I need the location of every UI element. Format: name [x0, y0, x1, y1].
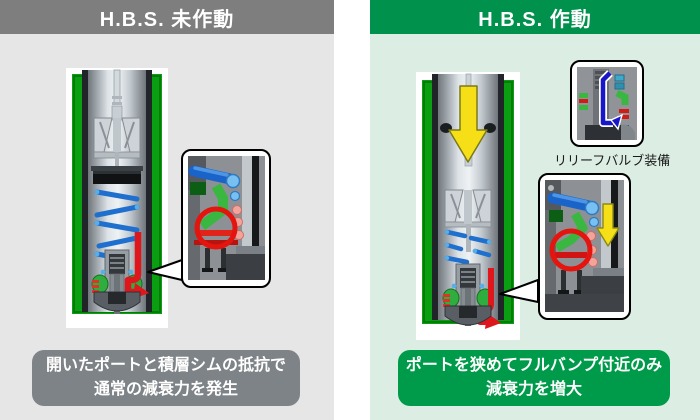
damper-diagram-extended	[66, 68, 168, 328]
left-caption: 開いたポートと積層シムの抵抗で 通常の減衰力を発生	[32, 350, 300, 406]
port-detail-inset-open	[181, 149, 271, 288]
port-detail-open-art	[188, 156, 265, 280]
open-port-passage	[198, 183, 228, 230]
left-panel-header: H.B.S. 未作動	[0, 0, 334, 34]
right-caption: ポートを狭めてフルバンプ付近のみ 減衰力を増大	[398, 350, 670, 406]
bottom-cap	[444, 305, 492, 326]
right-caption-line1: ポートを狭めてフルバンプ付近のみ	[405, 357, 663, 374]
damper-diagram-compressed	[416, 72, 520, 340]
oil-port-tube	[188, 165, 241, 202]
right-caption-line2: 減衰力を増大	[485, 381, 582, 398]
bottom-cap	[93, 291, 141, 312]
left-panel-title: H.B.S. 未作動	[99, 8, 235, 31]
left-caption-line2: 通常の減衰力を発生	[93, 381, 238, 398]
rod-guide	[93, 117, 141, 168]
port-detail-narrowed-art	[545, 180, 624, 312]
highlight-ring	[194, 206, 238, 250]
piston-rod	[111, 69, 123, 121]
cylinder-wall	[601, 180, 611, 312]
coil-spring-compressed	[444, 229, 492, 265]
compression-arrow-icon	[440, 85, 496, 163]
shim-stack	[194, 230, 238, 245]
callout-tail	[147, 259, 183, 281]
right-panel-title: H.B.S. 作動	[478, 8, 592, 31]
valve-body-green	[549, 210, 563, 222]
port-detail-inset-narrowed	[538, 173, 631, 320]
valve-body-green	[190, 182, 206, 195]
relief-flow-arrow-icon	[599, 70, 624, 131]
cylinder-wall	[242, 156, 252, 280]
relief-port-green	[615, 89, 629, 105]
left-caption-line1: 開いたポートと積層シムの抵抗で	[45, 357, 286, 374]
bump-arrow-icon	[596, 203, 620, 247]
panel-hbs-inactive: H.B.S. 未作動	[0, 0, 334, 420]
piston-seal	[91, 166, 143, 184]
callout-tail	[499, 279, 539, 303]
valve-bolts	[558, 270, 585, 294]
rod-guide	[444, 189, 492, 252]
highlight-ring	[549, 228, 593, 272]
shim-stack	[555, 252, 587, 258]
panel-hbs-active: H.B.S. 作動	[370, 0, 700, 420]
relief-valve-label: リリーフバルブ装備	[554, 153, 671, 168]
valve-bolts	[202, 248, 229, 272]
oil-port-tube	[547, 192, 600, 228]
coil-spring-highlights	[444, 229, 492, 261]
relief-valve-inset	[570, 60, 644, 147]
relief-valve-art	[577, 67, 637, 140]
right-panel-header: H.B.S. 作動	[370, 0, 700, 34]
